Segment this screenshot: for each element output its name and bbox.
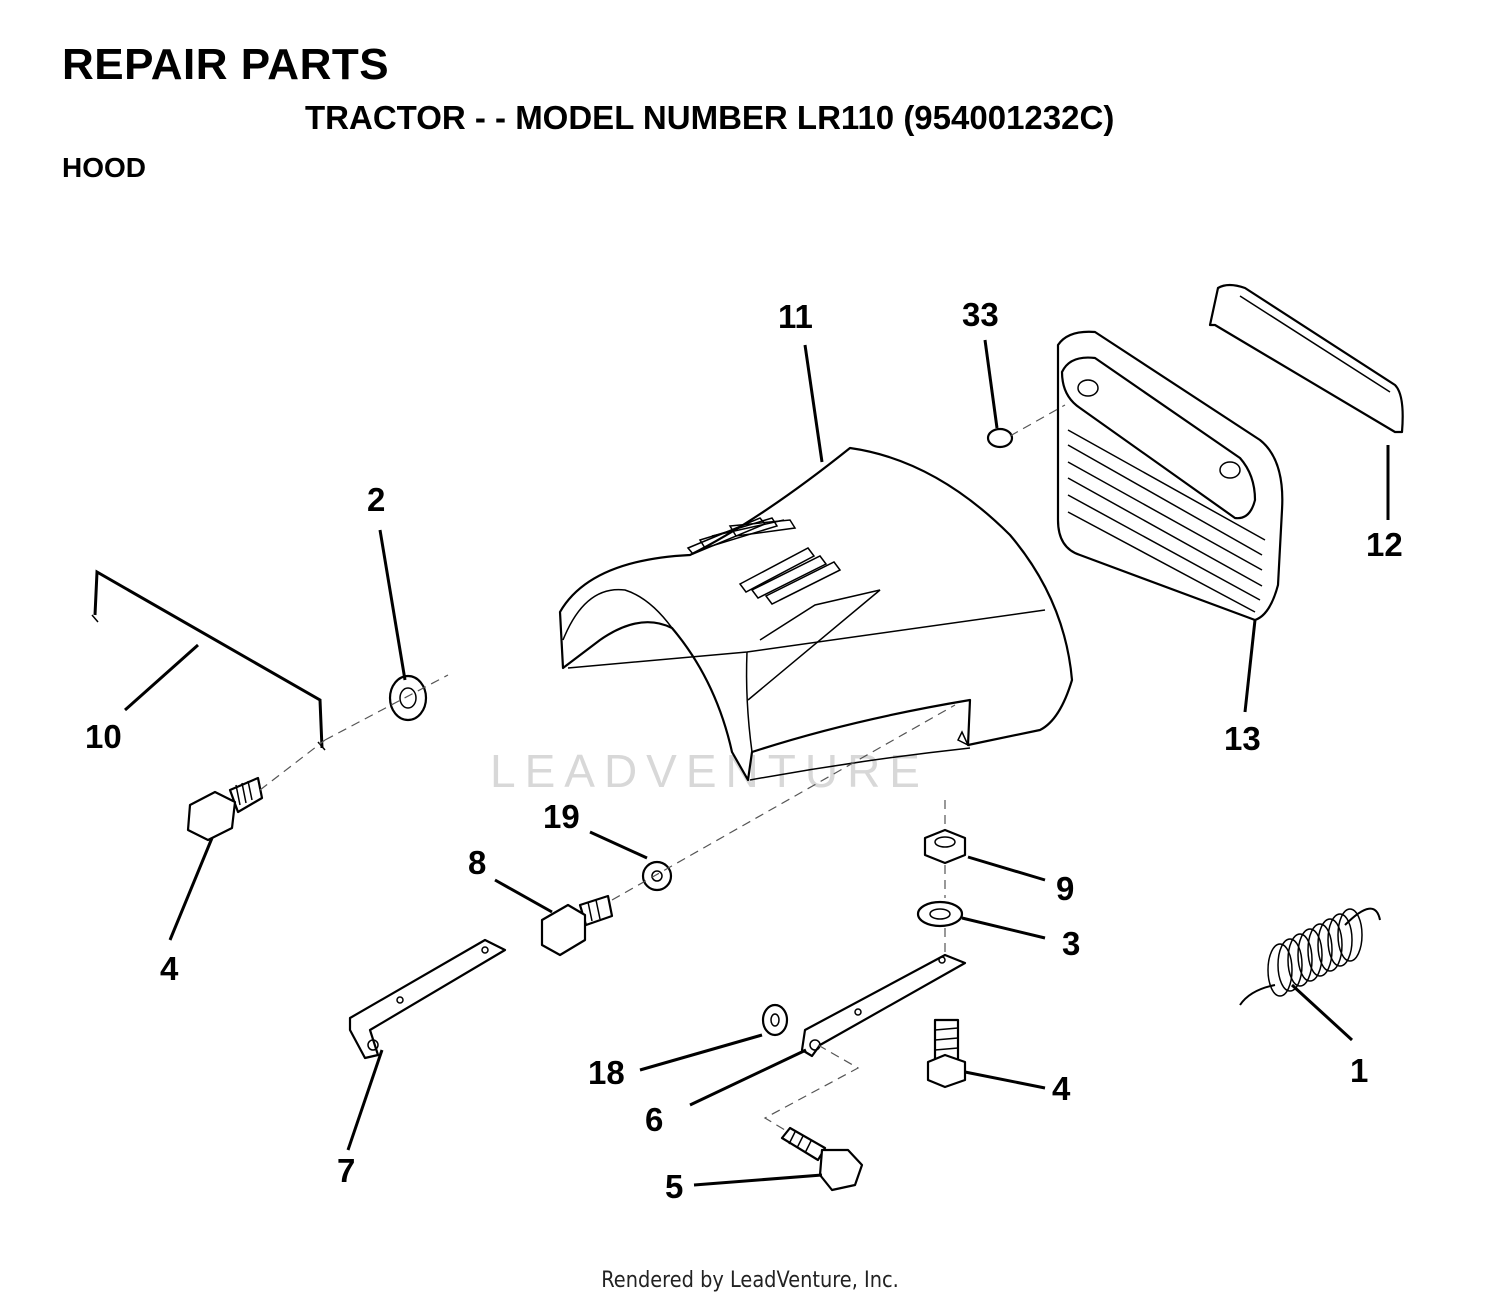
callout-1: 1 bbox=[1350, 1052, 1368, 1089]
nut-part[interactable] bbox=[388, 674, 428, 722]
callout-8: 8 bbox=[468, 844, 486, 881]
callout-9: 9 bbox=[1056, 870, 1074, 907]
hood-rod-part[interactable] bbox=[91, 569, 326, 751]
watermark: LEADVENTURE bbox=[490, 745, 929, 797]
callout-33: 33 bbox=[962, 296, 999, 333]
hood-part[interactable] bbox=[558, 446, 1074, 782]
bolt-left-part[interactable] bbox=[186, 776, 264, 842]
callout-19: 19 bbox=[543, 798, 580, 835]
callout-10: 10 bbox=[85, 718, 122, 755]
footer-credit: Rendered by LeadVenture, Inc. bbox=[601, 1268, 899, 1293]
spring-part[interactable] bbox=[1239, 907, 1381, 1006]
callout-2: 2 bbox=[367, 481, 385, 518]
plug-part[interactable] bbox=[986, 427, 1014, 449]
callout-13: 13 bbox=[1224, 720, 1261, 757]
callout-5: 5 bbox=[665, 1168, 683, 1205]
washer-small-part[interactable] bbox=[761, 1003, 789, 1037]
callout-11: 11 bbox=[778, 298, 813, 335]
callout-4-left: 4 bbox=[160, 950, 179, 987]
callout-18: 18 bbox=[588, 1054, 625, 1091]
shoulder-bolt-part[interactable] bbox=[780, 1126, 864, 1192]
callout-3: 3 bbox=[1062, 925, 1080, 962]
leader-lines bbox=[124, 339, 1390, 1187]
washer-part[interactable] bbox=[916, 900, 964, 928]
lock-washer-part[interactable] bbox=[641, 860, 673, 892]
callout-4-right: 4 bbox=[1052, 1070, 1071, 1107]
page-title: REPAIR PARTS bbox=[62, 40, 390, 89]
callout-6: 6 bbox=[645, 1101, 663, 1138]
callouts: 11 33 12 13 2 10 4 19 8 9 3 1 18 6 4 7 5 bbox=[85, 296, 1403, 1205]
lens-part[interactable] bbox=[1208, 283, 1404, 434]
callout-12: 12 bbox=[1366, 526, 1403, 563]
bolt-right-part[interactable] bbox=[926, 1018, 967, 1089]
nut-right-part[interactable] bbox=[923, 828, 967, 865]
callout-7: 7 bbox=[337, 1152, 355, 1189]
grille-part[interactable] bbox=[1056, 330, 1284, 622]
flange-bolt-part[interactable] bbox=[540, 894, 614, 957]
section-heading: HOOD bbox=[62, 152, 146, 183]
model-subtitle: TRACTOR - - MODEL NUMBER LR110 (95400123… bbox=[305, 99, 1115, 136]
bracket-left-part[interactable] bbox=[348, 938, 507, 1060]
bracket-right-part[interactable] bbox=[800, 953, 967, 1058]
alignment-lines bbox=[259, 404, 1066, 1131]
